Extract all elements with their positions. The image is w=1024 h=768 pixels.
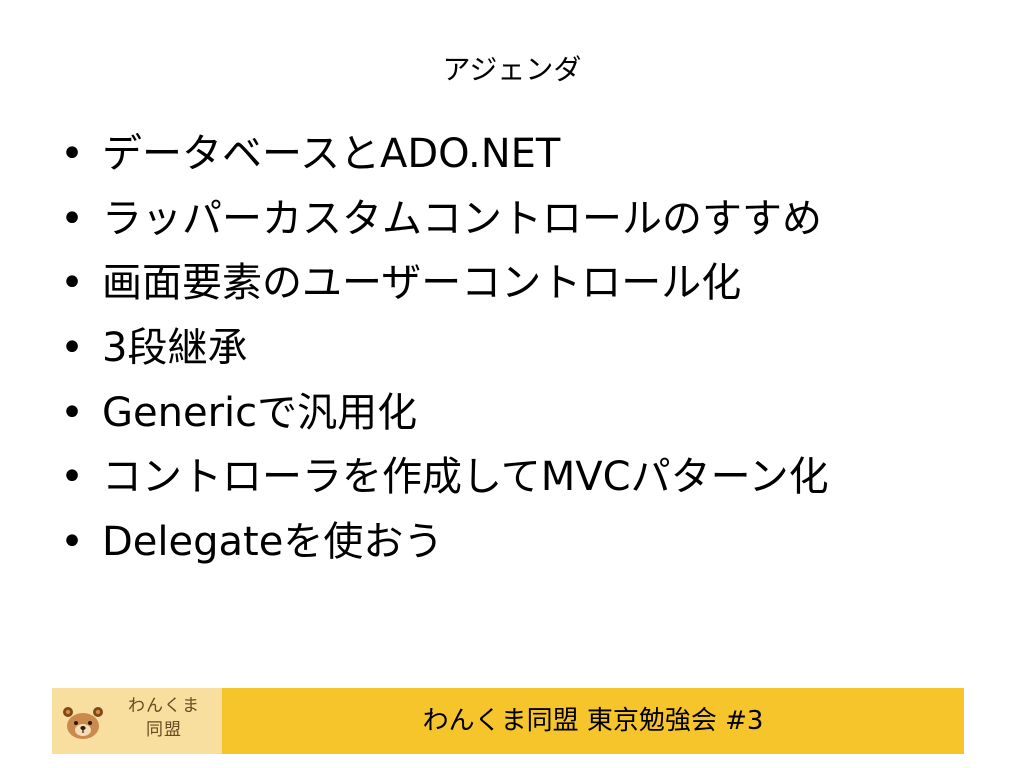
list-item: • 3段継承 [60, 320, 1000, 385]
list-item-text: 画面要素のユーザーコントロール化 [102, 260, 742, 307]
slide-title: アジェンダ [442, 53, 582, 86]
list-item: • 画面要素のユーザーコントロール化 [60, 255, 1000, 320]
list-item-text: Delegateを使おう [102, 519, 444, 566]
logo-text-line2: 同盟 [146, 720, 182, 740]
list-item: • ラッパーカスタムコントロールのすすめ [60, 191, 1000, 256]
logo-text: わんくま 同盟 [112, 694, 216, 742]
bear-icon [63, 707, 103, 739]
list-item-text: コントローラを作成してMVCパターン化 [102, 454, 829, 501]
list-item: • Genericで汎用化 [60, 385, 1000, 450]
list-item: • Delegateを使おう [60, 514, 1000, 579]
list-item: • コントローラを作成してMVCパターン化 [60, 449, 1000, 514]
footer-text: わんくま同盟 東京勉強会 #3 [422, 706, 764, 736]
list-item-text: データベースとADO.NET [102, 131, 561, 177]
bullet: • [60, 519, 84, 566]
bullet: • [60, 260, 84, 307]
bullet: • [60, 325, 84, 372]
list-item: • データベースとADO.NET [60, 126, 1000, 191]
list-item-text: 3段継承 [102, 325, 248, 372]
list-item-text: ラッパーカスタムコントロールのすすめ [102, 195, 822, 242]
logo-text-line1: わんくま [128, 696, 200, 716]
bullet: • [60, 454, 84, 501]
agenda-list: • データベースとADO.NET • ラッパーカスタムコントロールのすすめ • … [60, 126, 1000, 579]
footer-logo: わんくま 同盟 [52, 688, 222, 754]
bullet: • [60, 195, 84, 242]
list-item-text: Genericで汎用化 [102, 389, 418, 436]
bullet: • [60, 131, 84, 177]
bullet: • [60, 389, 84, 436]
